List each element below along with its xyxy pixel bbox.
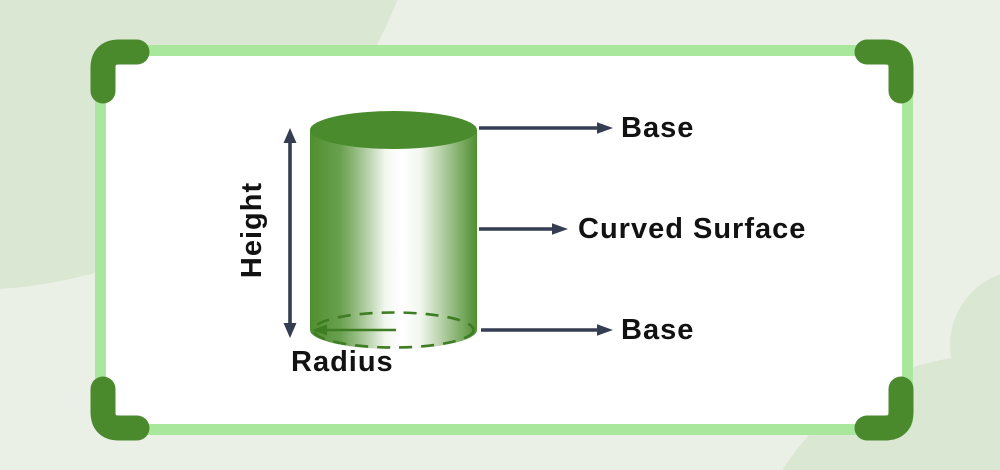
base-top-arrow <box>479 122 613 134</box>
cylinder-hidden-base-edge <box>312 311 475 349</box>
corner-bracket-bottom-left-icon <box>90 376 150 441</box>
height-label: Height <box>236 181 268 279</box>
corner-bracket-top-left-icon <box>90 39 150 104</box>
curved-surface-arrow <box>479 223 568 235</box>
cylinder-body <box>310 130 477 349</box>
radius-arrow <box>312 324 396 336</box>
radius-label: Radius <box>291 346 394 378</box>
curved-surface-label: Curved Surface <box>578 213 807 245</box>
cylinder-figure <box>310 111 477 349</box>
frame-border <box>95 45 913 435</box>
height-arrow <box>283 128 297 338</box>
corner-bracket-top-right-icon <box>854 39 914 104</box>
base-bottom-label: Base <box>621 314 695 346</box>
cylinder-top-ellipse <box>310 111 477 149</box>
base-top-label: Base <box>621 112 695 144</box>
corner-bracket-bottom-right-icon <box>854 376 914 441</box>
base-bottom-arrow <box>481 324 613 336</box>
